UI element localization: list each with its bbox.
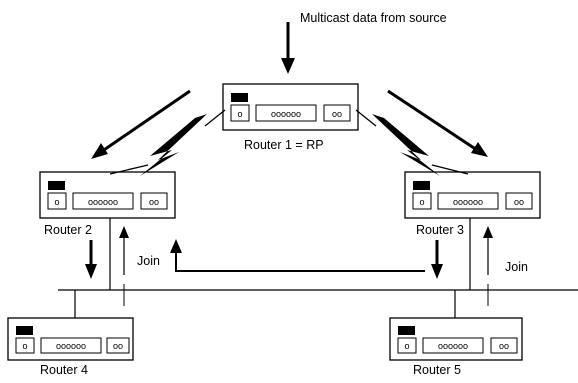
join-label-right: Join [505, 260, 528, 274]
port-single: o [54, 197, 59, 207]
port-single: o [237, 109, 242, 119]
status-indicator [398, 326, 415, 335]
port-single: o [22, 341, 27, 351]
router-1-label: Router 1 = RP [244, 138, 324, 152]
router-3: o oooooo oo [404, 171, 541, 219]
router-1: o oooooo oo [222, 83, 359, 131]
port-bank: oooooo [88, 197, 118, 207]
port-bank: oooooo [438, 341, 468, 351]
router-4: o oooooo oo [7, 317, 134, 361]
port-pair: oo [149, 197, 159, 207]
source-arrow [281, 22, 295, 74]
port-pair: oo [514, 197, 524, 207]
port-pair: oo [499, 341, 509, 351]
status-indicator [16, 326, 33, 335]
port-single: o [419, 197, 424, 207]
port-bank: oooooo [271, 109, 301, 119]
join-arrow-right [483, 226, 493, 275]
port-bank: oooooo [453, 197, 483, 207]
router-4-label: Router 4 [40, 363, 88, 377]
router-3-label: Router 3 [416, 223, 464, 237]
router-5: o oooooo oo [389, 317, 523, 361]
flow-arrow-right [387, 89, 488, 157]
data-arrow-router-3-down [431, 240, 443, 279]
wan-link-right [355, 109, 469, 176]
data-arrow-router-2-down [85, 240, 97, 279]
join-label-left: Join [137, 254, 160, 268]
source-label: Multicast data from source [300, 11, 447, 25]
port-pair: oo [332, 109, 342, 119]
status-indicator [48, 181, 65, 190]
wan-link-left [109, 109, 226, 176]
port-pair: oo [113, 341, 123, 351]
join-path-across [170, 239, 425, 272]
join-arrow-left [119, 226, 129, 275]
flow-arrow-left [91, 89, 191, 159]
status-indicator [413, 181, 430, 190]
router-2: o oooooo oo [39, 171, 176, 219]
port-bank: oooooo [56, 341, 86, 351]
router-2-label: Router 2 [44, 223, 92, 237]
port-single: o [404, 341, 409, 351]
status-indicator [231, 93, 248, 102]
router-5-label: Router 5 [413, 363, 461, 377]
